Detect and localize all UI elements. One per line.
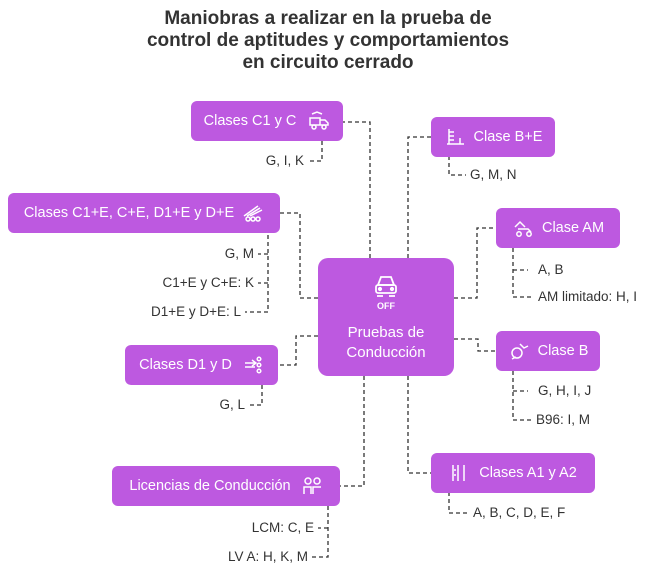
center-label-line-1: Pruebas de <box>347 324 425 341</box>
connector-center-be <box>407 136 432 258</box>
sub-c1e-item-3: D1+E y D+E: L <box>150 304 241 319</box>
box-clases-a1-a2: Clases A1 y A2 <box>431 453 595 493</box>
connector-center-c1e <box>280 212 318 299</box>
car-trailer-icon <box>444 126 466 148</box>
truck-icon <box>308 110 330 132</box>
box-clase-be: Clase B+E <box>431 117 555 157</box>
box-clases-d1-d: Clases D1 y D <box>125 345 278 385</box>
sub-lic-item-2: LV A: H, K, M <box>227 549 308 564</box>
motorcycle-icon <box>449 462 471 484</box>
bus-icon <box>242 354 264 376</box>
box-label: Clases C1 y C <box>203 113 297 129</box>
box-clase-b: Clase B <box>496 331 600 371</box>
people-icon <box>301 475 323 497</box>
sub-lic-item-1: LCM: C, E <box>251 520 314 535</box>
sub-d1d-line <box>249 385 263 406</box>
sub-am-item-1: A, B <box>538 262 564 277</box>
sub-am-line <box>512 248 532 298</box>
sub-d1d-item-1: G, L <box>219 397 245 412</box>
sub-c1e-item-1: G, M <box>224 246 254 261</box>
box-label: Clases D1 y D <box>139 357 232 373</box>
connector-center-a1a2 <box>407 376 431 474</box>
connector-center-d1d <box>278 335 318 366</box>
sub-c1e-line <box>245 235 269 313</box>
connector-center-am <box>454 227 496 299</box>
box-clases-c1e-ce-d1e-de: Clases C1+E, C+E, D1+E y D+E <box>8 193 280 233</box>
sub-a1a2-item-1: A, B, C, D, E, F <box>473 505 566 520</box>
box-label: Clase B+E <box>473 129 543 145</box>
sub-b-line <box>512 371 532 421</box>
sub-c1e-item-2: C1+E y C+E: K <box>162 275 254 290</box>
connector-center-b <box>454 338 496 352</box>
box-label: Clase AM <box>541 220 605 236</box>
sub-b-item-1: G, H, I, J <box>538 383 592 398</box>
box-clases-c1-c: Clases C1 y C <box>191 101 343 141</box>
icon-off-text: OFF <box>377 301 395 311</box>
sub-be-line <box>448 156 466 176</box>
box-label: Clases C1+E, C+E, D1+E y D+E <box>23 205 235 221</box>
car-icon <box>508 340 530 362</box>
diagram-title: Maniobras a realizar en la prueba de con… <box>0 8 656 74</box>
title-line-3: en circuito cerrado <box>242 52 414 73</box>
connector-center-c1c <box>343 121 371 258</box>
sub-b-item-2: B96: I, M <box>536 412 591 427</box>
center-node: OFF Pruebas de Conducción <box>318 258 454 376</box>
car-off-icon: OFF <box>369 271 403 317</box>
sub-lic-line <box>312 506 329 558</box>
sub-be-item-1: G, M, N <box>470 167 517 182</box>
box-licencias-conduccion: Licencias de Conducción <box>112 466 340 506</box>
sub-c1c-line <box>308 141 323 162</box>
sub-c1c-item-1: G, I, K <box>265 153 304 168</box>
box-label: Clases A1 y A2 <box>479 465 577 481</box>
sub-a1a2-line <box>448 492 467 514</box>
title-line-2: control de aptitudes y comportamientos <box>146 30 510 51</box>
moped-icon <box>512 217 534 239</box>
connector-center-licencias <box>340 376 365 487</box>
sub-am-item-2: AM limitado: H, I <box>538 289 638 304</box>
box-label: Clase B <box>537 343 589 359</box>
title-line-1: Maniobras a realizar en la prueba de <box>164 8 492 29</box>
center-label-line-2: Conducción <box>346 344 426 361</box>
box-label: Licencias de Conducción <box>129 478 291 494</box>
box-clase-am: Clase AM <box>496 208 620 248</box>
trailer-truck-icon <box>242 202 264 224</box>
